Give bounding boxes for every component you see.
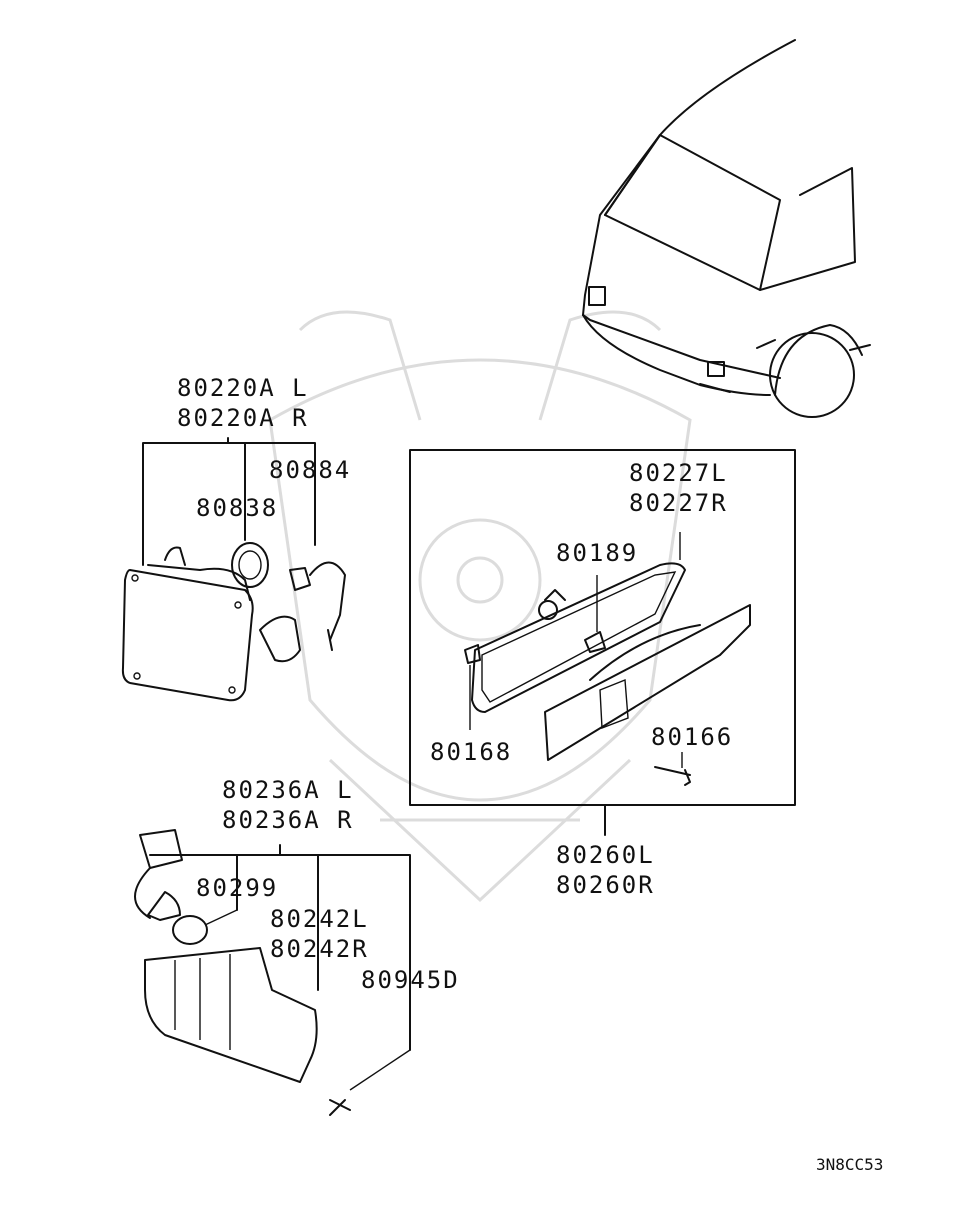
vehicle-front-illustration — [582, 39, 871, 418]
headlamp-assembly-drawing — [121, 437, 346, 702]
part-label-80189: 80189 — [556, 539, 639, 567]
part-label-80242r: 80242R — [270, 935, 369, 963]
part-label-80220a-r: 80220A R — [177, 404, 309, 432]
diagram-code: 3N8CC53 — [816, 1155, 884, 1174]
part-label-80236a-r: 80236A R — [222, 806, 354, 834]
part-label-80838: 80838 — [196, 494, 279, 522]
part-label-80242l: 80242L — [270, 905, 369, 933]
side-marker-assembly-drawing — [409, 449, 796, 836]
part-label-80236a-l: 80236A L — [222, 776, 354, 804]
part-label-80260r: 80260R — [556, 871, 655, 899]
part-label-80227l: 80227L — [629, 459, 728, 487]
part-label-80945d: 80945D — [361, 966, 460, 994]
turn-lamp-assembly-drawing — [134, 829, 411, 1116]
part-label-80166: 80166 — [651, 723, 734, 751]
part-label-80220a-l: 80220A L — [177, 374, 309, 402]
part-label-80299: 80299 — [196, 874, 279, 902]
part-label-80227r: 80227R — [629, 489, 728, 517]
watermark-emblem — [268, 310, 692, 903]
part-label-80168: 80168 — [430, 738, 513, 766]
part-label-80260l: 80260L — [556, 841, 655, 869]
part-label-80884: 80884 — [269, 456, 352, 484]
